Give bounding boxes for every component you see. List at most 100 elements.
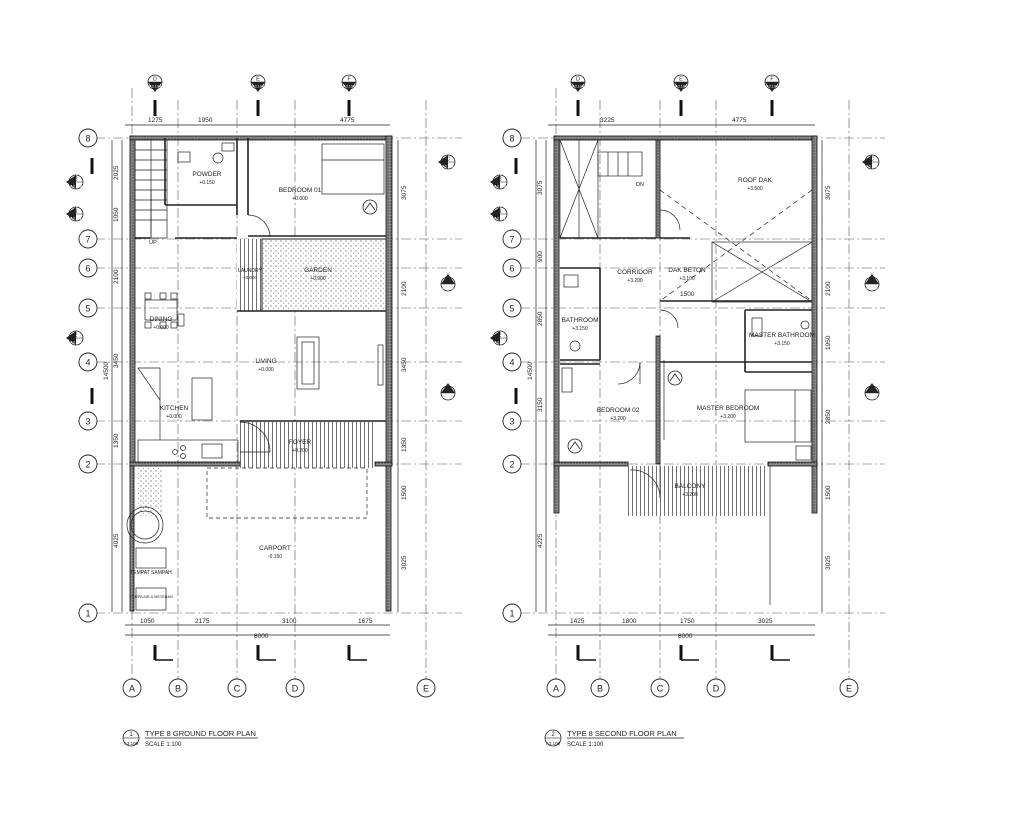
room-powder-level: +0.150 <box>199 180 215 186</box>
svg-text:A3.104: A3.104 <box>343 85 354 89</box>
s-section-tag-A: A A3.101 <box>864 383 880 401</box>
dim-bottom-3: 3100 <box>282 618 297 625</box>
balcony-hatch <box>628 466 768 516</box>
room2-roofdak-level: +3.500 <box>747 186 763 192</box>
dim2-top-1: 3225 <box>600 117 615 124</box>
g-grid-row-1: 1 <box>78 603 98 623</box>
room-kitchen-level: +0.000 <box>166 414 182 420</box>
second-tag-ref: A3.100 <box>546 741 561 746</box>
laundry-hatch <box>237 239 261 311</box>
room-bedroom01-label: BEDROOM 01 <box>279 187 322 194</box>
svg-text:6: 6 <box>509 264 514 274</box>
second-floor-plan: 3225 4775 1425 1800 1750 3025 8000 3075 … <box>520 88 885 748</box>
svg-text:1: 1 <box>498 209 501 215</box>
s-grid-col-A: A <box>546 678 566 698</box>
svg-text:5: 5 <box>85 304 90 314</box>
dim-bottom-2: 2175 <box>195 618 210 625</box>
bin-label: TEMPAT SAMPAH <box>130 570 172 576</box>
room2-dakbeton-label: DAK BETON <box>668 267 706 274</box>
dim2-bottom-1: 1425 <box>570 618 585 625</box>
room-garden-level: +0.000 <box>310 276 326 282</box>
g-grid-row-5: 5 <box>78 298 98 318</box>
svg-text:4: 4 <box>509 358 514 368</box>
svg-text:A3.101: A3.101 <box>866 396 877 400</box>
dim2-inner-1500: 1500 <box>680 291 695 298</box>
room2-bathroom-label: BATHROOM <box>561 317 598 324</box>
svg-text:8: 8 <box>85 134 90 144</box>
svg-text:A3.104: A3.104 <box>149 85 160 89</box>
g-section-tag-B: BA3.102 <box>440 274 456 292</box>
room2-masterbath-label: MASTER BATHROOM <box>749 332 815 339</box>
dim2-top-2: 4775 <box>732 117 747 124</box>
g-grid-col-D: D <box>285 678 305 698</box>
room2-bathroom-level: +3.150 <box>572 326 588 332</box>
svg-text:D: D <box>576 77 580 83</box>
svg-text:D: D <box>153 77 157 83</box>
room2-balcony-level: +3.200 <box>682 492 698 498</box>
second-plan-scale: SCALE 1:100 <box>567 742 604 748</box>
svg-text:A3.101: A3.101 <box>442 396 453 400</box>
dim2-total: 8000 <box>678 633 693 640</box>
s-elevation-tag-2: 2A3.104 <box>490 330 508 346</box>
svg-text:B: B <box>175 684 181 694</box>
room2-corridor-label: CORRIDOR <box>617 269 653 276</box>
s-section-tag-F: F A3.104 <box>764 74 780 92</box>
g-grid-col-B: B <box>168 678 188 698</box>
dim-total: 8000 <box>254 633 269 640</box>
g-grid-col-E: E <box>416 678 436 698</box>
ground-plan-scale: SCALE 1:100 <box>145 742 182 748</box>
svg-text:A3.102: A3.102 <box>70 217 81 221</box>
svg-text:1: 1 <box>85 609 90 619</box>
svg-text:3: 3 <box>85 417 90 427</box>
svg-text:D: D <box>292 684 299 694</box>
dim-left-4: 3450 <box>113 353 120 368</box>
s-grid-row-7: 7 <box>502 229 522 249</box>
room2-masterbath-level: +3.150 <box>774 341 790 347</box>
svg-text:B: B <box>870 279 874 285</box>
dim2-left-2: 900 <box>537 251 544 262</box>
dim-top-3: 4775 <box>340 117 355 124</box>
svg-text:A3.102: A3.102 <box>866 287 877 291</box>
svg-text:F: F <box>770 77 774 83</box>
dim-right-4: 1350 <box>401 437 408 452</box>
second-plan-title: TYPE 8 SECOND FLOOR PLAN <box>567 729 677 738</box>
room2-masterbed-level: +3.200 <box>720 414 736 420</box>
svg-text:6: 6 <box>85 264 90 274</box>
g-section-tag-C: CA3.103 <box>438 154 456 170</box>
s-grid-row-3: 3 <box>502 411 522 431</box>
svg-text:7: 7 <box>85 235 90 245</box>
svg-text:A3.103: A3.103 <box>442 165 453 169</box>
svg-text:B: B <box>446 279 450 285</box>
second-title-block: 2 A3.100 TYPE 8 SECOND FLOOR PLAN SCALE … <box>544 729 684 748</box>
dim-right-2: 2100 <box>401 281 408 296</box>
second-tag-num: 2 <box>551 732 555 738</box>
svg-text:A: A <box>446 388 450 394</box>
room2-balcony-label: BALCONY <box>674 483 706 490</box>
s-grid-col-E: E <box>839 678 859 698</box>
svg-text:3: 3 <box>509 417 514 427</box>
svg-text:1: 1 <box>74 209 77 215</box>
room2-bedroom02-label: BEDROOM 02 <box>597 407 640 414</box>
svg-text:2: 2 <box>85 460 90 470</box>
svg-text:D: D <box>713 684 720 694</box>
dim2-left-4: 3150 <box>537 397 544 412</box>
s-section-tag-C: CA3.103 <box>862 154 880 170</box>
dim-top-1: 1275 <box>148 117 163 124</box>
dim2-right-5: 2850 <box>825 409 832 424</box>
svg-text:C: C <box>657 684 664 694</box>
s-section-tag-B: B A3.102 <box>864 274 880 292</box>
svg-text:A3.104: A3.104 <box>494 341 505 345</box>
dim2-bottom-3: 1750 <box>680 618 695 625</box>
svg-text:E: E <box>846 684 852 694</box>
s-grid-row-2: 2 <box>502 454 522 474</box>
room-laundry-label: LAUNDRY <box>238 268 262 274</box>
room-dining-level: +0.000 <box>153 325 169 331</box>
svg-text:A3.104: A3.104 <box>766 85 777 89</box>
room-kitchen-label: KITCHEN <box>160 405 189 412</box>
g-grid-row-2: 2 <box>78 454 98 474</box>
dim2-right-4: 1950 <box>825 335 832 350</box>
dim2-left-1: 3075 <box>537 180 544 195</box>
g-section-tag-E: EA3.104 <box>250 74 266 92</box>
g-grid-col-C: C <box>227 678 247 698</box>
svg-text:A: A <box>870 388 874 394</box>
